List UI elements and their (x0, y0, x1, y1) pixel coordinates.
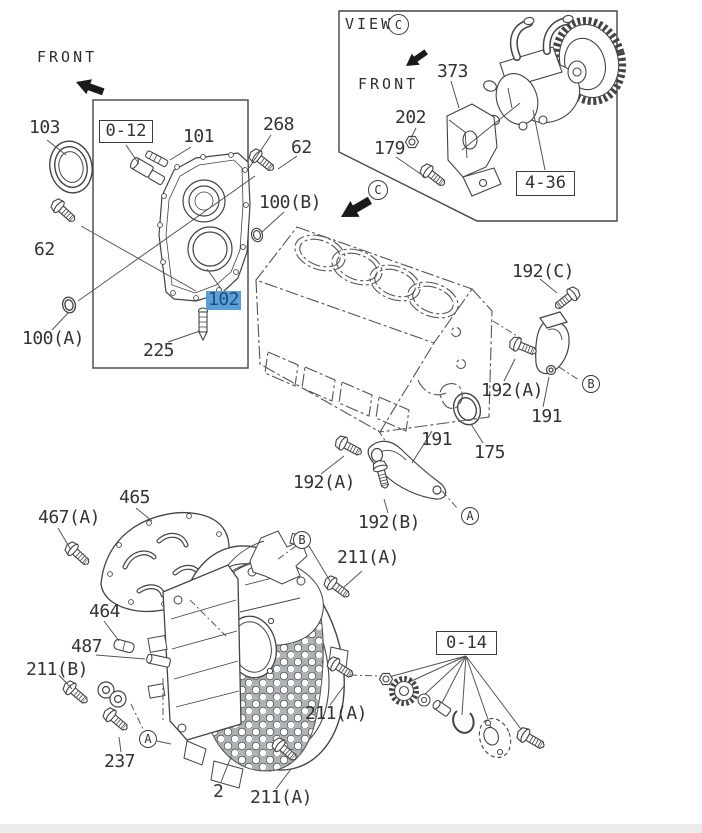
engine-block-drawing (255, 226, 493, 433)
bracket-373-drawing (446, 103, 502, 197)
part-label-225[interactable]: 225 (143, 340, 175, 361)
bolt-192a-right (506, 334, 540, 360)
oring-100a (60, 295, 78, 315)
view-c-inset-box (338, 10, 618, 222)
part-label-211a-bottom[interactable]: 211(A) (250, 787, 313, 808)
part-label-192b[interactable]: 192(B) (358, 512, 421, 533)
oring-100b (249, 226, 265, 244)
part-label-191-right[interactable]: 191 (531, 406, 563, 427)
part-label-211a-middle[interactable]: 211(A) (305, 703, 368, 724)
ref-0-14-parts-drawing (378, 672, 512, 759)
seal-175-drawing (452, 392, 482, 426)
part-label-268[interactable]: 268 (263, 114, 295, 135)
circled-letter-b-bottom: B (293, 531, 311, 549)
leader-lines-view-inset (395, 80, 546, 178)
boxed-ref-4-36[interactable]: 4-36 (516, 171, 575, 196)
part-label-62-left[interactable]: 62 (34, 239, 55, 260)
bolt-62-left (47, 195, 80, 227)
bolt-192c (551, 283, 583, 314)
part-label-373[interactable]: 373 (437, 61, 469, 82)
part-label-102-highlighted[interactable]: 102 (206, 289, 242, 310)
view-label: VIEW (345, 15, 394, 33)
bolt-0-14 (513, 724, 548, 754)
part-label-179[interactable]: 179 (374, 138, 406, 159)
part-label-487[interactable]: 487 (71, 636, 103, 657)
stud-487-drawing (146, 653, 171, 668)
injection-pump-drawing (483, 14, 627, 131)
part-label-101[interactable]: 101 (183, 126, 215, 147)
pin-464-drawing (113, 638, 135, 654)
stud-101-drawing (145, 150, 169, 168)
nut-202-drawing (404, 135, 420, 149)
part-label-175[interactable]: 175 (474, 442, 506, 463)
circled-letter-a-mid: A (461, 507, 479, 525)
part-label-192c[interactable]: 192(C) (512, 261, 575, 282)
part-label-2[interactable]: 2 (213, 781, 224, 802)
part-label-211b[interactable]: 211(B) (26, 659, 89, 680)
part-label-465[interactable]: 465 (119, 487, 151, 508)
part-label-464[interactable]: 464 (89, 601, 121, 622)
leader-lines-mid (320, 429, 459, 514)
bolt-237 (99, 704, 132, 735)
circled-letter-a-bottom: A (139, 730, 157, 748)
part-label-62-upper[interactable]: 62 (291, 137, 312, 158)
bolt-192a-mid (332, 433, 365, 460)
part-label-103[interactable]: 103 (29, 117, 61, 138)
part-label-100b[interactable]: 100(B) (259, 192, 322, 213)
timing-cover-drawing (157, 152, 251, 302)
circled-letter-c: C (368, 180, 388, 200)
bracket-191-mid-drawing (367, 440, 447, 500)
front-arrow-inset-icon (402, 46, 431, 72)
part-label-202[interactable]: 202 (395, 107, 427, 128)
boxed-ref-0-14[interactable]: 0-14 (436, 631, 497, 655)
view-letter-circle: C (388, 14, 409, 35)
bracket-191-right-drawing (535, 311, 570, 376)
seal-103-drawing (49, 140, 93, 194)
leader-lines-right (470, 278, 580, 444)
bolt-211b (59, 677, 92, 708)
front-label-inset: FRONT (358, 75, 419, 93)
part-label-467a[interactable]: 467(A) (38, 507, 101, 528)
stud-225-drawing (197, 307, 209, 342)
part-label-191-mid[interactable]: 191 (421, 429, 453, 450)
bottom-edge-bar (0, 824, 702, 833)
front-label-main: FRONT (37, 48, 98, 66)
flywheel-housing-drawing (147, 530, 349, 789)
ref-0-14-fan-lines (388, 655, 528, 738)
part-label-100a[interactable]: 100(A) (22, 328, 85, 349)
boxed-ref-0-12[interactable]: 0-12 (99, 120, 153, 143)
view-direction-arrow-icon (336, 192, 375, 225)
circled-letter-b-right: B (582, 375, 600, 393)
part-label-192a-right[interactable]: 192(A) (481, 380, 544, 401)
part-label-211a-upper[interactable]: 211(A) (337, 547, 400, 568)
leader-lines-bottom (57, 507, 382, 790)
bolt-62-upper (246, 145, 278, 176)
grommet-211b-drawing (97, 681, 127, 708)
leader-lines-top-left (46, 134, 298, 343)
part-label-237[interactable]: 237 (104, 751, 136, 772)
front-arrow-icon (73, 74, 106, 100)
bolt-211a-upper (321, 572, 354, 602)
part-label-192a-mid[interactable]: 192(A) (293, 472, 356, 493)
